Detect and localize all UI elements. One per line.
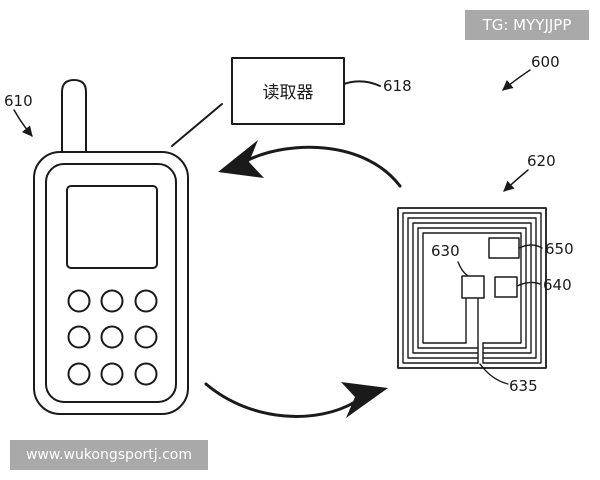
label-600: 600 [531, 53, 560, 71]
label-630: 630 [431, 242, 460, 260]
key-6 [134, 325, 158, 349]
label-620: 620 [527, 152, 556, 170]
key-4 [67, 325, 91, 349]
key-3 [134, 289, 158, 313]
chip-630 [461, 275, 485, 299]
pointer-620 [503, 169, 529, 192]
lower-flow-arrow [204, 382, 357, 418]
leader-640 [516, 281, 541, 287]
phone-body-inner [45, 163, 177, 403]
key-5 [100, 325, 124, 349]
label-635: 635 [509, 377, 538, 395]
phone-antenna [61, 79, 87, 153]
pointer-610 [13, 109, 33, 137]
reader-box [231, 57, 345, 125]
phone-screen [66, 185, 158, 269]
key-9 [134, 362, 158, 386]
lower-arrowhead [341, 382, 388, 418]
reader-box-label: 读取器 [263, 83, 314, 103]
upper-arrowhead [218, 140, 264, 178]
tag-outer-border [397, 207, 547, 369]
key-8 [100, 362, 124, 386]
component-640 [494, 276, 518, 298]
label-610: 610 [4, 92, 33, 110]
pointer-600 [502, 69, 531, 91]
phone-keypad [67, 289, 158, 386]
corner-tag: TG: MYYJJPP [465, 10, 589, 40]
key-2 [100, 289, 124, 313]
component-650 [488, 237, 520, 259]
key-1 [67, 289, 91, 313]
mobile-phone [33, 79, 189, 415]
key-7 [67, 362, 91, 386]
label-640: 640 [543, 276, 572, 294]
antenna-coil [402, 212, 542, 364]
reader-leader-line [343, 80, 381, 87]
watermark-link[interactable]: www.wukongsportj.com [10, 440, 208, 470]
leader-650 [518, 244, 543, 249]
phone-body [33, 151, 189, 415]
leader-635 [479, 363, 509, 385]
chip-wiring [457, 261, 479, 344]
upper-flow-arrow [246, 145, 402, 188]
label-618: 618 [383, 77, 412, 95]
rfid-tag [397, 207, 547, 385]
reader-connector-line [171, 103, 223, 147]
label-650: 650 [545, 240, 574, 258]
